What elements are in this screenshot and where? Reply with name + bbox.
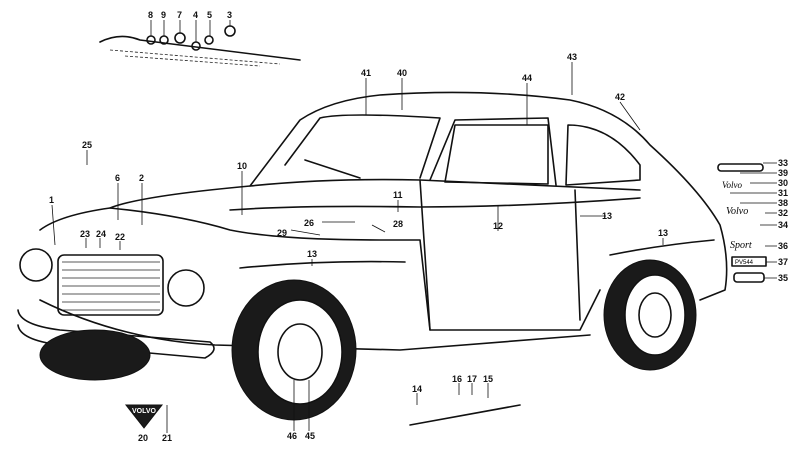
callout: 38 (778, 198, 788, 208)
callout: 46 (287, 431, 297, 441)
front-left-wheel (39, 329, 151, 381)
callout: 22 (115, 232, 125, 242)
sill-strip (409, 404, 521, 426)
callout: 12 (493, 221, 503, 231)
volvo-badge: VOLVO (124, 404, 164, 429)
callout: 13 (602, 211, 612, 221)
callout: 14 (412, 384, 422, 394)
callout: 17 (467, 374, 477, 384)
rear-wheel (603, 259, 697, 371)
leader-lines (51, 20, 777, 433)
callout: 35 (778, 273, 788, 283)
callout: 24 (96, 229, 106, 239)
callout: 31 (778, 188, 788, 198)
callout: 32 (778, 208, 788, 218)
script-emblem: Volvo (722, 180, 742, 190)
callout: 6 (115, 173, 120, 183)
callout: 25 (82, 140, 92, 150)
car-body (39, 91, 728, 351)
callout-labels: 8 9 7 4 5 3 43 41 40 44 42 25 10 6 2 1 1… (49, 10, 788, 443)
callout: 1 (49, 195, 54, 205)
callout: 41 (361, 68, 371, 78)
callout: 10 (237, 161, 247, 171)
callout: 13 (307, 249, 317, 259)
callout: 42 (615, 92, 625, 102)
callout: 44 (522, 73, 532, 83)
emblem-set: Volvo Volvo Sport PV544 (717, 163, 767, 283)
callout: 15 (483, 374, 493, 384)
script-emblem: Volvo (726, 206, 748, 217)
plate-emblem: PV544 (735, 260, 754, 266)
callout: 29 (277, 228, 287, 238)
callout: 4 (193, 10, 198, 20)
callout: 30 (778, 178, 788, 188)
callout: 3 (227, 10, 232, 20)
callout: 23 (80, 229, 90, 239)
callout: 26 (304, 218, 314, 228)
badge-text: VOLVO (132, 408, 157, 415)
callout: 34 (778, 220, 788, 230)
callout: 39 (778, 168, 788, 178)
callout: 16 (452, 374, 462, 384)
front-wheel (231, 279, 357, 421)
callout: 2 (139, 173, 144, 183)
script-emblem: Sport (730, 240, 752, 251)
callout: 7 (177, 10, 182, 20)
trim-detail-top (99, 25, 301, 67)
callout: 33 (778, 158, 788, 168)
callout: 45 (305, 431, 315, 441)
callout: 21 (162, 433, 172, 443)
callout: 40 (397, 68, 407, 78)
callout: 11 (393, 190, 403, 200)
callout: 37 (778, 257, 788, 267)
callout: 43 (567, 52, 577, 62)
front-end (17, 248, 215, 359)
callout: 20 (138, 433, 148, 443)
callout: 8 (148, 10, 153, 20)
callout: 9 (161, 10, 166, 20)
callout: 13 (658, 228, 668, 238)
callout: 28 (393, 219, 403, 229)
callout: 36 (778, 241, 788, 251)
callout: 5 (207, 10, 212, 20)
